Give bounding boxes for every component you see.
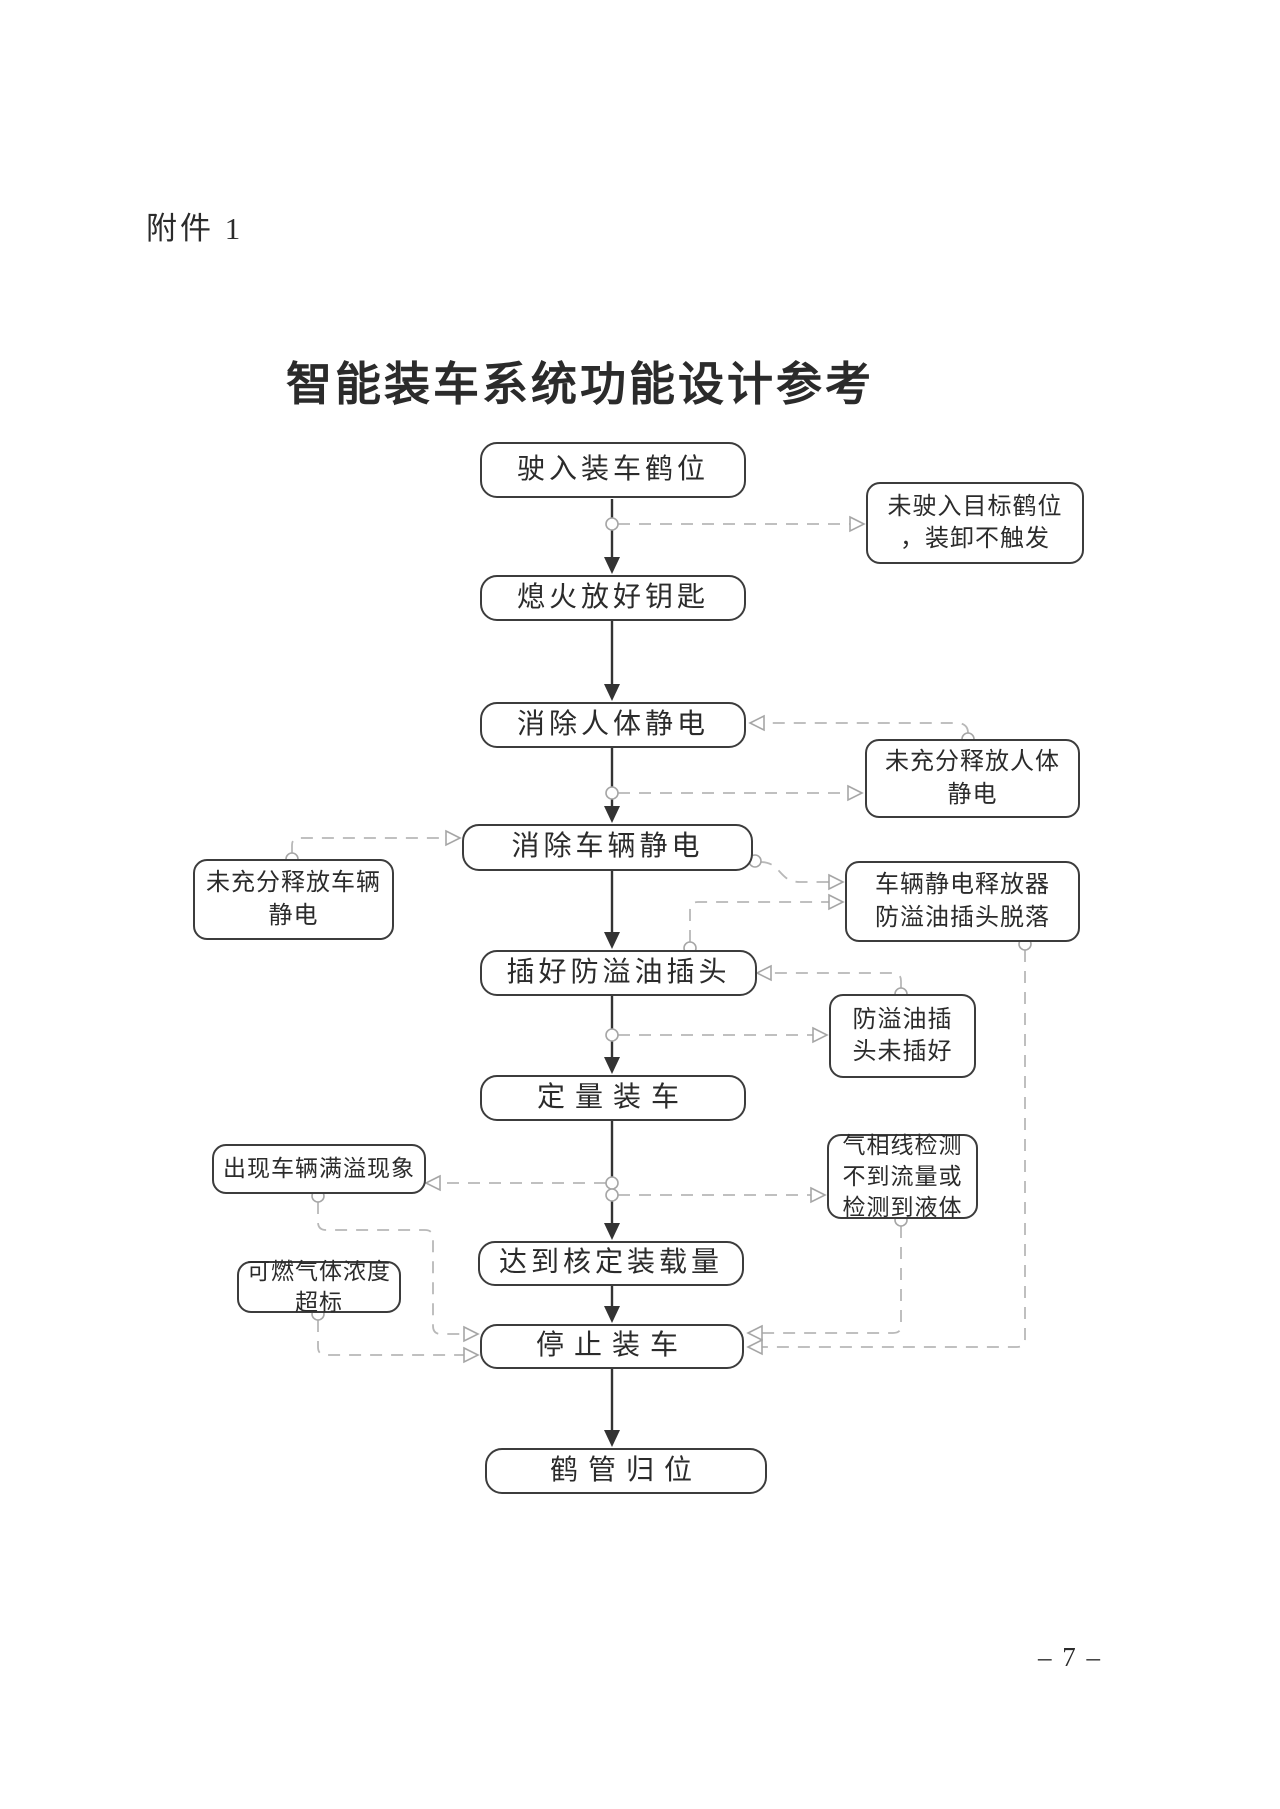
page-number: – 7 – bbox=[1038, 1642, 1102, 1672]
cond-body-static-not-released: 未充分释放人体 静电 bbox=[865, 739, 1080, 818]
cond-plug-not-inserted: 防溢油插 头未插好 bbox=[829, 994, 976, 1078]
step-engine-off-keys: 熄火放好钥匙 bbox=[480, 575, 746, 621]
cond-plug-detached: 车辆静电释放器 防溢油插头脱落 bbox=[845, 861, 1080, 942]
dashed-condition-connectors bbox=[291, 523, 1026, 1356]
step-eliminate-vehicle-static: 消除车辆静电 bbox=[462, 824, 753, 871]
step-reach-approved-load: 达到核定装载量 bbox=[478, 1241, 744, 1286]
cond-vehicle-overflow: 出现车辆满溢现象 bbox=[212, 1144, 426, 1194]
attachment-label: 附件 1 bbox=[146, 211, 244, 246]
step-eliminate-body-static: 消除人体静电 bbox=[480, 702, 746, 748]
solid-arrowheads bbox=[604, 557, 620, 1447]
cond-vapor-line-detection: 气相线检测 不到流量或 检测到液体 bbox=[827, 1133, 978, 1220]
cond-not-target-position: 未驶入目标鹤位 ，装卸不触发 bbox=[866, 482, 1084, 564]
step-quantitative-loading: 定量装车 bbox=[480, 1075, 746, 1121]
cond-vehicle-static-not-released: 未充分释放车辆 静电 bbox=[193, 859, 394, 940]
page-title: 智能装车系统功能设计参考 bbox=[286, 359, 874, 410]
step-crane-pipe-return: 鹤管归位 bbox=[485, 1448, 767, 1494]
step-insert-overflow-plug: 插好防溢油插头 bbox=[480, 950, 757, 996]
cond-gas-concentration-exceeded: 可燃气体浓度 超标 bbox=[237, 1259, 401, 1315]
hollow-arrowheads bbox=[424, 515, 866, 1364]
step-drive-into-position: 驶入装车鹤位 bbox=[480, 442, 746, 498]
step-stop-loading: 停止装车 bbox=[480, 1324, 744, 1369]
